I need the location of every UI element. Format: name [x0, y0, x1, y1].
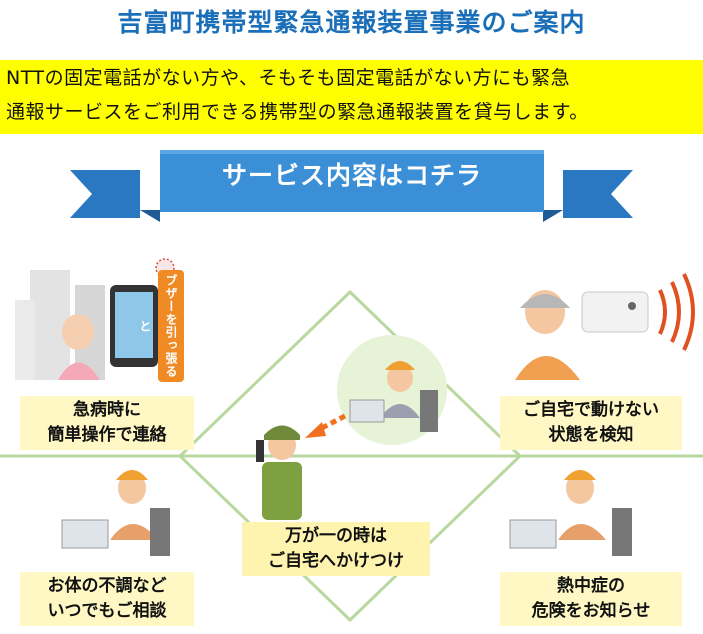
banner-title: サービス内容はコチラ: [221, 161, 482, 190]
intro-box: NTTの固定電話がない方や、そもそも固定電話がない方にも緊急 通報サービスをご利…: [0, 60, 703, 134]
service-label-emergency-call: 急病時に 簡単操作で連絡: [20, 396, 194, 450]
dispatch-arrow: [305, 413, 347, 438]
service-label-heatstroke: 熱中症の 危険をお知らせ: [500, 572, 682, 626]
service-label-consultation: お体の不調など いつでもご相談: [20, 572, 194, 626]
diamond-outline: [177, 289, 523, 623]
service-label-dispatch: 万が一の時は ご自宅へかけつけ: [242, 522, 430, 576]
intro-line-2: 通報サービスをご利用できる携帯型の緊急通報装置を貸与します。: [6, 101, 589, 123]
buzzer-tag: ブザーを引っ張ると: [138, 270, 184, 382]
detector-illustration: [515, 273, 695, 380]
label-line: お体の不調など: [47, 576, 167, 596]
consultation-illustration: [61, 470, 170, 556]
label-line: ご自宅で動けない: [523, 400, 659, 420]
label-line: 危険をお知らせ: [531, 601, 651, 621]
label-line: 簡単操作で連絡: [47, 425, 167, 445]
emergency-phone-illustration: [15, 258, 175, 380]
page-title: 吉富町携帯型緊急通報装置事業のご案内: [117, 8, 586, 37]
label-line: いつでもご相談: [47, 601, 167, 621]
label-line: 状態を検知: [548, 425, 634, 445]
service-label-detection: ご自宅で動けない 状態を検知: [500, 396, 682, 450]
label-line: 万が一の時は: [285, 526, 387, 546]
operator-circle-illustration: [337, 335, 447, 445]
heatstroke-alert-illustration: [509, 470, 632, 556]
label-line: ご自宅へかけつけ: [268, 551, 404, 571]
ribbon-banner: [70, 150, 633, 222]
service-diagram: [0, 258, 703, 623]
intro-line-1: NTTの固定電話がない方や、そもそも固定電話がない方にも緊急: [6, 67, 571, 89]
guard-illustration: [256, 425, 302, 520]
label-line: 熱中症の: [557, 576, 625, 596]
label-line: 急病時に: [73, 400, 141, 420]
